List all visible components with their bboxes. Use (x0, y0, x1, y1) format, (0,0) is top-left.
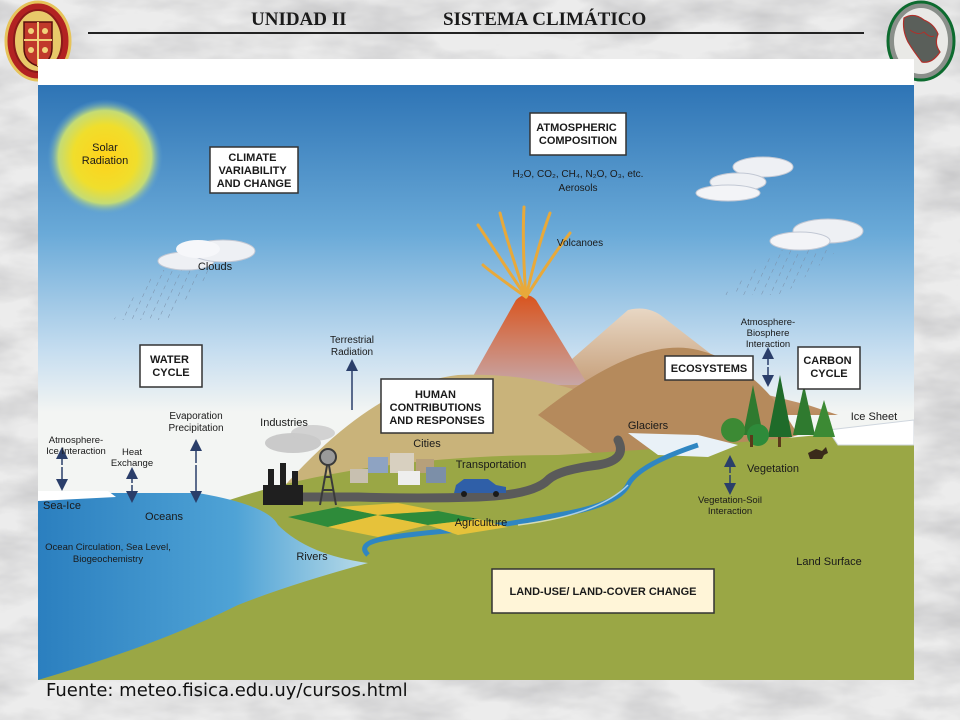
industries-label: Industries (260, 417, 308, 429)
car-icon (454, 479, 506, 497)
water-cycle-box: WATER CYCLE (139, 344, 203, 388)
svg-text:CARBON CYCLE: CARBON CYCLE (803, 355, 854, 380)
river (362, 442, 699, 557)
gases-label: H₂O, CO₂, CH₄, N₂O, O₃, etc. (513, 169, 644, 180)
human-contributions-box: HUMAN CONTRIBUTIONS AND RESPONSES (380, 378, 494, 434)
glaciers-label: Glaciers (628, 420, 669, 432)
ice-sheet-label: Ice Sheet (851, 411, 897, 423)
cities-label: Cities (413, 438, 441, 450)
svg-text:CLIMATE VARIABILITY: CLIMATE VARIABILITY AND CHANGE (217, 152, 292, 190)
svg-text:LAND-USE/ LAND-COVER CHANGE: LAND-USE/ LAND-COVER CHANGE (510, 586, 697, 598)
atmosphere-ice-label: Atmosphere-Ice Interaction (46, 435, 106, 457)
glacier (628, 433, 738, 457)
oceans-label: Oceans (145, 511, 183, 523)
city-houses (350, 453, 446, 485)
diagram-top-margin (38, 59, 914, 85)
atmospheric-composition-box: ATMOSPHERIC COMPOSITION (529, 112, 627, 156)
svg-text:ATMOSPHERIC COMPOSITION: ATMOSPHERIC COMPOSITION (536, 122, 620, 147)
sea-ice-label: Sea-Ice (43, 500, 81, 512)
svg-text:HUMAN CONTRIBUTIONS: HUMAN CONTRIBUTIONS AND RESPONSES (389, 389, 484, 427)
interaction-arrows (56, 347, 774, 503)
volcanoes-label: Volcanoes (557, 238, 603, 249)
rivers-label: Rivers (296, 551, 328, 563)
transportation-label: Transportation (456, 459, 527, 471)
aerosols-label: Aerosols (559, 183, 598, 194)
ecosystems-box: ECOSYSTEMS (664, 355, 754, 381)
land-use-box: LAND-USE/ LAND-COVER CHANGE (491, 568, 715, 614)
rain-cloud-left (113, 239, 256, 320)
svg-text:WATER CYCLE: WATER CYCLE (150, 354, 192, 379)
ocean (38, 493, 368, 680)
carbon-cycle-box: CARBON CYCLE (797, 346, 861, 390)
university-crest-logo (4, 0, 72, 82)
unit-title: UNIDAD II (251, 9, 347, 30)
volcano (468, 295, 588, 385)
rain-cloud-right (723, 218, 864, 295)
land-surface (38, 425, 914, 680)
ocean-circulation-label: Ocean Circulation, Sea Level,Biogeochemi… (45, 542, 171, 565)
topic-title: SISTEMA CLIMÁTICO (443, 9, 647, 30)
cloud-upper-right (695, 156, 794, 202)
climate-variability-box: CLIMATE VARIABILITY AND CHANGE (209, 146, 299, 194)
vegetation-label: Vegetation (747, 463, 799, 475)
ice-sheet (827, 419, 914, 446)
factory (263, 425, 335, 505)
forest (721, 375, 835, 459)
source-citation: Fuente: meteo.fisica.edu.uy/cursos.html (46, 680, 408, 701)
road (293, 435, 625, 503)
agriculture-fields (288, 503, 508, 537)
clouds-label: Clouds (198, 261, 233, 273)
slide-header: UNIDAD II SISTEMA CLIMÁTICO (88, 6, 864, 34)
svg-text:ECOSYSTEMS: ECOSYSTEMS (671, 363, 747, 375)
windmill (319, 448, 337, 506)
agriculture-label: Agriculture (455, 517, 508, 529)
land-surface-label: Land Surface (796, 556, 861, 568)
sun-icon (47, 99, 163, 215)
sea-ice (38, 491, 116, 501)
volcano-eruption (476, 205, 572, 299)
